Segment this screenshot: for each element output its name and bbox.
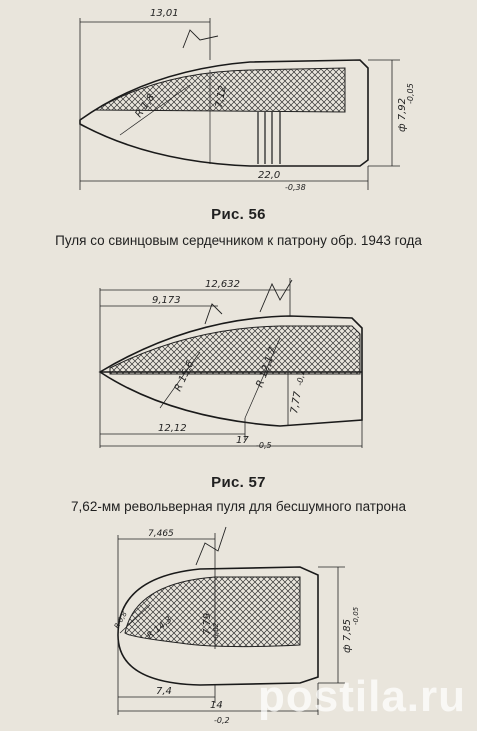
dim-58-inner-dia: 7,79 [202, 613, 213, 635]
figure-56-caption: Пуля со свинцовым сердечником к патрону … [55, 233, 422, 248]
dim-57-dia: 7,77 [289, 390, 304, 414]
dim-57-bottom-short: 12,12 [158, 423, 187, 434]
dim-58-dia: ф 7,85 [342, 619, 353, 653]
dim-56-inner-dia: 7,12 [214, 85, 229, 109]
dim-58-top: 7,465 [148, 529, 174, 539]
dim-58-bottom-tol: -0,2 [214, 716, 230, 725]
dim-57-dia-tol: -0,1 [295, 369, 307, 386]
watermark-text: postila.ru [258, 672, 467, 721]
dim-58-dia-tol: -0,05 [352, 606, 360, 625]
figure-57-caption: 7,62-мм револьверная пуля для бесшумного… [71, 499, 406, 514]
dim-58-inner-tol: -0,02 [212, 622, 220, 641]
dim-58-bottom-long: 14 [210, 700, 223, 711]
bullet-58-core [124, 576, 301, 648]
dim-56-overall-top: 13,01 [150, 8, 179, 19]
figure-57-drawing: 12,632 9,173 R 15,6 R 12,1 7 7,77 -0,1 1… [0, 268, 477, 473]
bullet-56-outline [79, 59, 369, 167]
figure-57-title: Рис. 57 [211, 474, 266, 491]
dim-56-dia-tol: -0,05 [406, 83, 415, 104]
dim-57-top-long: 12,632 [205, 279, 240, 290]
dim-57-bottom-long: 17 [236, 435, 249, 446]
dim-57-top-short: 9,173 [152, 295, 181, 306]
dim-56-length: 22,0 [258, 170, 280, 181]
dim-56-length-tol: -0,38 [285, 183, 306, 192]
figure-56-drawing: 13,01 R 1,8 7,12 ф 7,92 -0,05 22,0 -0,38 [0, 0, 477, 205]
dim-58-bottom-short: 7,4 [156, 686, 172, 697]
figure-56-title: Рис. 56 [211, 206, 266, 223]
bullet-57-outline [98, 315, 363, 427]
figure-58-drawing: 7,465 R 0,8 R 14,3 7,79 -0,02 ф 7,85 -0,… [0, 525, 477, 731]
dim-57-bottom-tol: -0,5 [256, 441, 272, 450]
bullet-57-core [109, 325, 361, 375]
bullet-58-outline [117, 566, 319, 686]
dim-56-dia: ф 7,92 [397, 98, 408, 132]
